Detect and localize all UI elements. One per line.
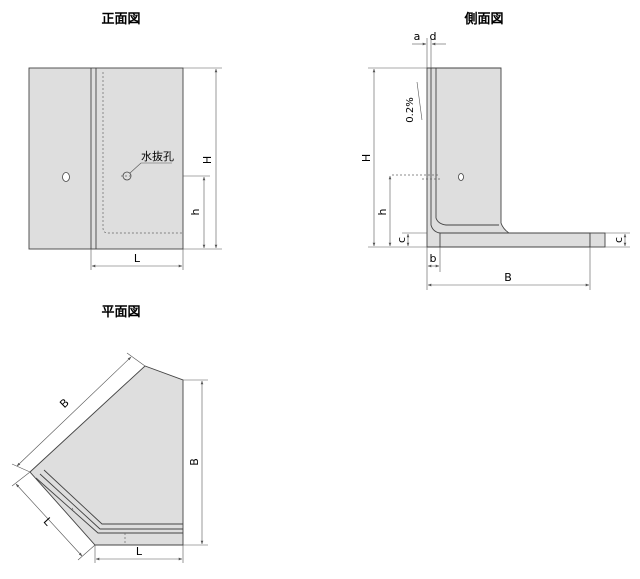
plan-B-diag-ext-top [126,352,146,367]
plan-L-diag-label: L [41,515,55,529]
side-view-title: 側面図 [463,11,503,27]
side-b-label: b [430,252,437,265]
front-wall-face [29,68,183,249]
side-inner-face-2 [430,68,509,234]
side-B-label: B [504,271,512,284]
drain-hole-leader [129,162,142,174]
side-d-label: d [430,30,437,43]
front-wall-outline [28,67,184,250]
front-H-label: H [201,156,214,164]
front-hidden-line [102,72,183,234]
side-a-label: a [414,30,421,43]
front-hole [62,172,70,182]
side-inner-face [435,68,499,226]
plan-B-diag-dim-line [16,356,132,467]
side-toe-outline [589,232,606,248]
side-toe-fill [590,233,605,247]
side-hole [458,173,464,181]
side-c-left-label: c [395,237,408,243]
front-view: 正面図 水抜孔 H h L [28,12,222,270]
plan-L-horz-label: L [136,545,143,558]
side-slope-leader [416,81,423,121]
plan-view-title: 平面図 [101,305,140,320]
plan-B-diag-ext-bottom [11,463,31,473]
side-c-right-label: c [612,237,625,243]
plan-B-diag-label: B [57,396,71,411]
side-view: 側面図 0.2% a d H h c [360,11,630,290]
plan-view: 平面図 B L B L [11,305,208,563]
plan-B-vert-label: B [188,458,201,466]
drain-hole-label: 水抜孔 [141,149,174,163]
side-h-label: h [376,208,389,215]
front-L-label: L [134,252,141,265]
front-view-title: 正面図 [101,12,140,27]
side-slope-label: 0.2% [405,97,416,122]
side-body-fill [427,68,590,247]
plan-L-diag-dim-line [15,483,83,557]
side-H-label: H [360,154,373,162]
plan-L-diag-ext-top [11,471,31,487]
front-h-label: h [189,208,202,215]
plan-L-diag-ext-bottom [77,544,96,561]
